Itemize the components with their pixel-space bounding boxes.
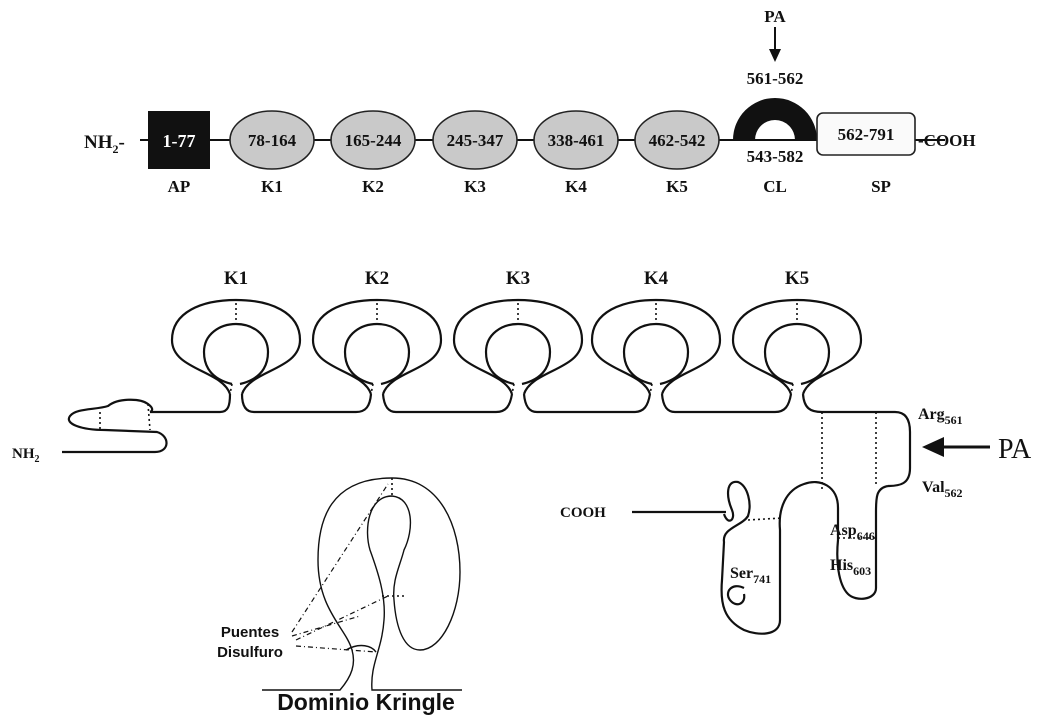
ser-small-loop: [728, 586, 744, 604]
linear-domain-map: NH2- 1-77 AP 78-164 165-244 245-347 338-…: [84, 7, 976, 196]
linear-nterm: NH2-: [84, 132, 125, 156]
kringle-label-3: K3: [464, 177, 486, 196]
detail-bridges-label-1: Puentes: [221, 624, 279, 641]
kringle-range-3: 245-347: [447, 131, 504, 150]
folded-pa-arrowhead: [922, 437, 944, 457]
folded-kringle-5: [733, 300, 861, 394]
sp-bridge-3: [748, 518, 782, 520]
folded-kringle-label-3: K3: [506, 268, 530, 289]
kringle-range-4: 338-461: [548, 131, 605, 150]
linear-pa-arrowhead: [769, 49, 781, 62]
detail-bridge-pointer-2: [292, 616, 360, 636]
cl-arch: [733, 98, 817, 140]
folded-kringle-label-5: K5: [785, 268, 809, 289]
kringle-range-5: 462-542: [649, 131, 706, 150]
cl-range: 543-582: [747, 147, 804, 166]
nterm-bridge-2: [148, 404, 150, 430]
detail-outer-right: [368, 478, 462, 690]
detail-title: Dominio Kringle: [277, 689, 455, 715]
cl-cleavage-range: 561-562: [747, 69, 804, 88]
folded-kringle-3: [454, 300, 582, 394]
residue-arg: Arg561: [918, 406, 963, 427]
kringle-label-5: K5: [666, 177, 688, 196]
linear-cterm: -COOH: [918, 131, 976, 150]
folded-structure: K1 K2 K3 K4 K5: [12, 268, 1032, 634]
kringle-range-1: 78-164: [248, 131, 297, 150]
kringle-backbone: [150, 394, 910, 486]
folded-kringle-2: [313, 300, 441, 394]
folded-nterm: NH2: [12, 446, 40, 465]
residue-his: His603: [830, 557, 871, 578]
kringle-label-4: K4: [565, 177, 587, 196]
sp-label: SP: [871, 177, 891, 196]
folded-pa-label: PA: [998, 434, 1032, 465]
detail-bridge-pointer-4: [296, 646, 376, 652]
folded-kringle-4: [592, 300, 720, 394]
detail-bridges-label-2: Disulfuro: [217, 644, 283, 661]
residue-ser: Ser741: [730, 565, 771, 586]
folded-kringle-1: [172, 300, 300, 394]
ap-range: 1-77: [163, 131, 196, 151]
protease-chain: [722, 482, 888, 634]
folded-kringle-label-4: K4: [644, 268, 669, 289]
folded-cterm: COOH: [560, 505, 606, 521]
residue-val: Val562: [922, 479, 963, 500]
nterm-tail: [62, 400, 167, 452]
folded-kringle-label-1: K1: [224, 268, 248, 289]
residue-asp: Asp646: [830, 522, 875, 543]
linear-pa-label: PA: [764, 7, 786, 26]
kringle-label-2: K2: [362, 177, 384, 196]
kringle-detail: Puentes Disulfuro Dominio Kringle: [217, 478, 462, 715]
sp-range: 562-791: [838, 125, 895, 144]
folded-kringle-label-2: K2: [365, 268, 389, 289]
kringle-label-1: K1: [261, 177, 283, 196]
kringle-range-2: 165-244: [345, 131, 402, 150]
cl-label: CL: [763, 177, 787, 196]
detail-bridge-pointer-3: [296, 596, 388, 640]
ap-label: AP: [168, 177, 191, 196]
